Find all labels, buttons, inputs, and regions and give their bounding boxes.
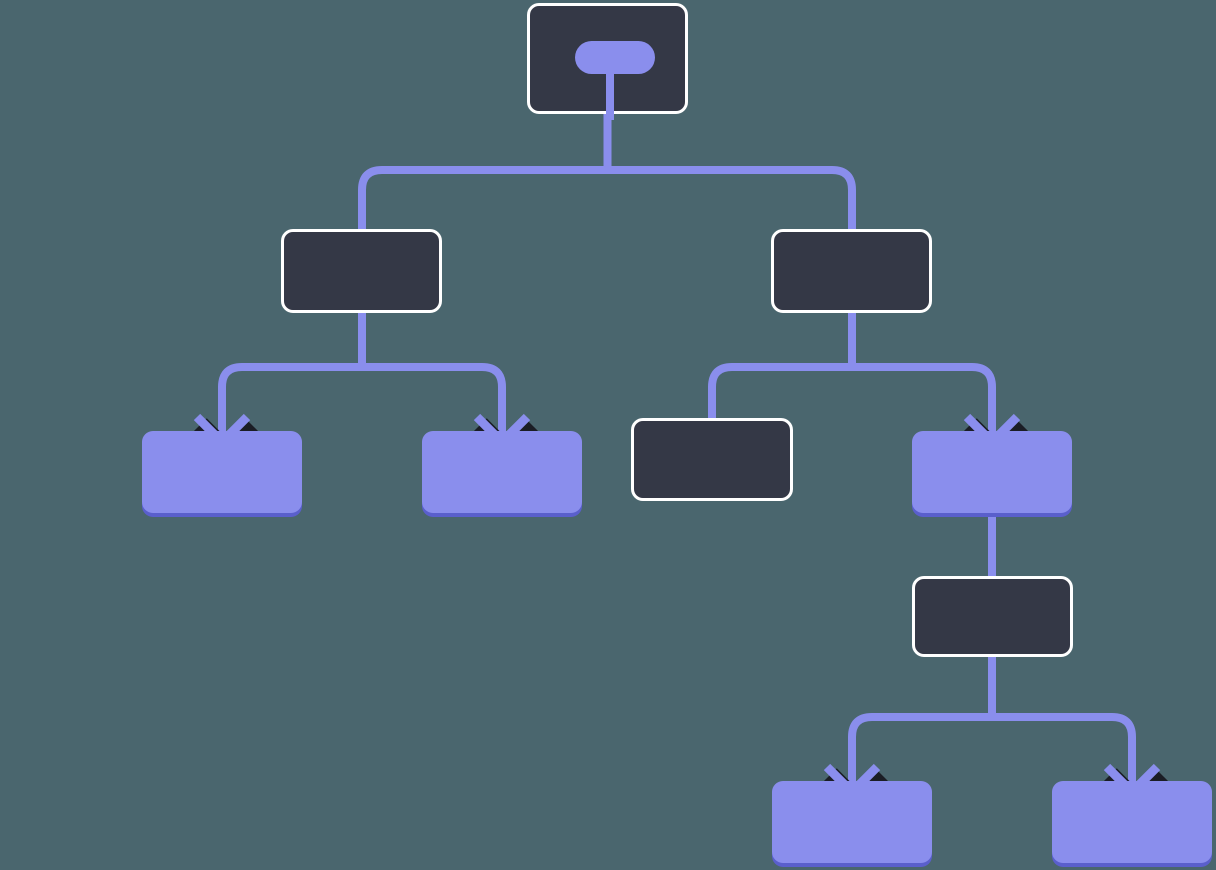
edge-l2left-to-children [218, 313, 506, 432]
node-level4[interactable] [912, 576, 1073, 657]
node-level2-left[interactable] [281, 229, 442, 313]
node-leaf-bottom-right[interactable] [1052, 781, 1212, 863]
edge-l2right-to-children [708, 313, 996, 432]
node-leaf-bottom-left[interactable] [772, 781, 932, 863]
node-level2-right[interactable] [771, 229, 932, 313]
edge-l4-to-children [848, 713, 1136, 782]
root-pill-shape [575, 41, 655, 74]
root-pill-stem [606, 58, 614, 120]
node-leaf-d[interactable] [912, 431, 1072, 513]
node-root[interactable] [527, 3, 688, 120]
node-leaf-b[interactable] [422, 431, 582, 513]
node-empty-dark[interactable] [631, 418, 793, 501]
node-leaf-a[interactable] [142, 431, 302, 513]
